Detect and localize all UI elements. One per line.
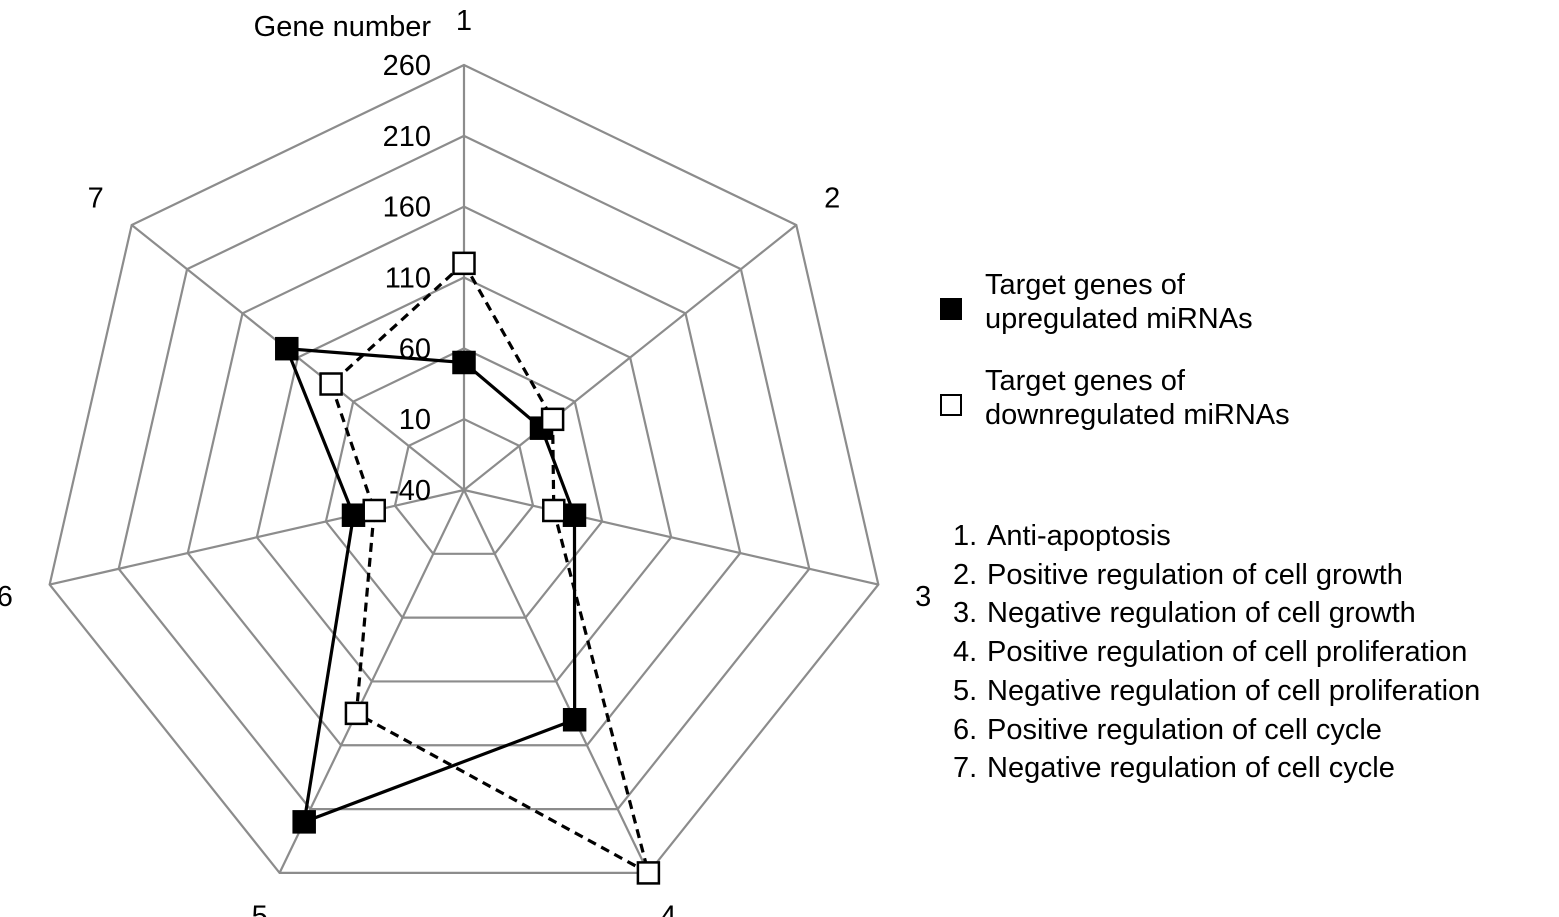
data-point-downregulated bbox=[540, 407, 565, 432]
grid-spoke bbox=[278, 489, 465, 874]
data-point-upregulated bbox=[292, 810, 316, 834]
grid-ring bbox=[393, 417, 535, 555]
category-item: 5. Negative regulation of cell prolifera… bbox=[953, 672, 1553, 711]
grid-spoke bbox=[463, 488, 879, 586]
data-point-upregulated bbox=[452, 350, 476, 375]
legend-item-upregulated: Target genes of upregulated miRNAs bbox=[940, 268, 1540, 358]
legend-item-downregulated: Target genes of downregulated miRNAs bbox=[940, 364, 1540, 454]
data-point-downregulated bbox=[452, 251, 476, 276]
axis-title: Gene number bbox=[254, 11, 432, 43]
series-line-upregulated bbox=[284, 346, 577, 825]
category-label: Positive regulation of cell cycle bbox=[987, 713, 1382, 746]
category-number: 2. bbox=[953, 558, 978, 591]
ring-tick-label: 10 bbox=[399, 404, 431, 436]
category-item: 1. Anti-apoptosis bbox=[953, 517, 1553, 556]
grid-spoke bbox=[463, 224, 797, 491]
category-number: 1. bbox=[953, 520, 978, 552]
category-item: 3. Negative regulation of cell growth bbox=[953, 594, 1553, 633]
axis-label: 7 bbox=[88, 182, 104, 214]
category-label: Negative regulation of cell cycle bbox=[987, 752, 1395, 785]
category-label: Negative regulation of cell growth bbox=[987, 597, 1416, 630]
data-point-upregulated bbox=[275, 336, 299, 361]
ring-tick-label: 160 bbox=[383, 192, 431, 224]
category-item: 6. Positive regulation of cell cycle bbox=[953, 711, 1553, 750]
axis-label: 5 bbox=[252, 900, 268, 917]
ring-tick-label: -40 bbox=[389, 475, 431, 507]
axis-label: 3 bbox=[915, 581, 930, 613]
data-point-upregulated bbox=[341, 503, 366, 527]
ring-tick-label: 110 bbox=[385, 263, 431, 295]
category-number: 6. bbox=[953, 713, 978, 746]
category-label: Positive regulation of cell proliferatio… bbox=[987, 636, 1468, 669]
grid-ring bbox=[255, 276, 673, 683]
category-number: 4. bbox=[953, 636, 978, 669]
grid-spoke bbox=[463, 489, 650, 874]
category-number: 5. bbox=[953, 674, 978, 707]
data-point-downregulated bbox=[319, 372, 343, 396]
legend-label-upregulated: Target genes of upregulated miRNAs bbox=[985, 269, 1253, 335]
grid-ring bbox=[117, 134, 811, 811]
ring-tick-label: 210 bbox=[383, 121, 431, 153]
category-number: 3. bbox=[953, 597, 978, 630]
data-point-downregulated bbox=[344, 701, 369, 726]
axis-label: 1 bbox=[456, 5, 472, 37]
axis-label: 4 bbox=[660, 900, 676, 917]
category-label: Positive regulation of cell growth bbox=[987, 558, 1403, 591]
legend: Target genes of upregulated miRNAs Targe… bbox=[940, 268, 1540, 460]
grid-ring bbox=[48, 63, 880, 875]
data-point-downregulated bbox=[362, 498, 386, 523]
data-point-upregulated bbox=[562, 503, 587, 527]
legend-label-downregulated: Target genes of downregulated miRNAs bbox=[985, 365, 1290, 431]
grid-ring bbox=[186, 205, 742, 747]
axis-label: 2 bbox=[824, 182, 840, 214]
category-item: 4. Positive regulation of cell prolifera… bbox=[953, 633, 1553, 672]
data-point-upregulated bbox=[562, 707, 587, 732]
category-label: Anti-apoptosis bbox=[987, 520, 1171, 552]
series-line-downregulated bbox=[329, 260, 651, 877]
category-item: 2. Positive regulation of cell growth bbox=[953, 556, 1553, 595]
ring-tick-label: 260 bbox=[383, 50, 431, 82]
data-point-downregulated bbox=[636, 861, 661, 885]
filled-square-marker-icon bbox=[940, 298, 962, 320]
grid-spoke bbox=[49, 488, 465, 586]
category-list: 1. Anti-apoptosis 2. Positive regulation… bbox=[953, 517, 1553, 788]
grid-ring bbox=[324, 347, 604, 619]
category-label: Negative regulation of cell proliferatio… bbox=[987, 674, 1481, 707]
data-point-downregulated bbox=[542, 498, 566, 523]
axis-label: 6 bbox=[0, 581, 13, 613]
open-square-marker-icon bbox=[940, 394, 962, 416]
category-number: 7. bbox=[953, 752, 978, 785]
category-item: 7. Negative regulation of cell cycle bbox=[953, 749, 1553, 788]
